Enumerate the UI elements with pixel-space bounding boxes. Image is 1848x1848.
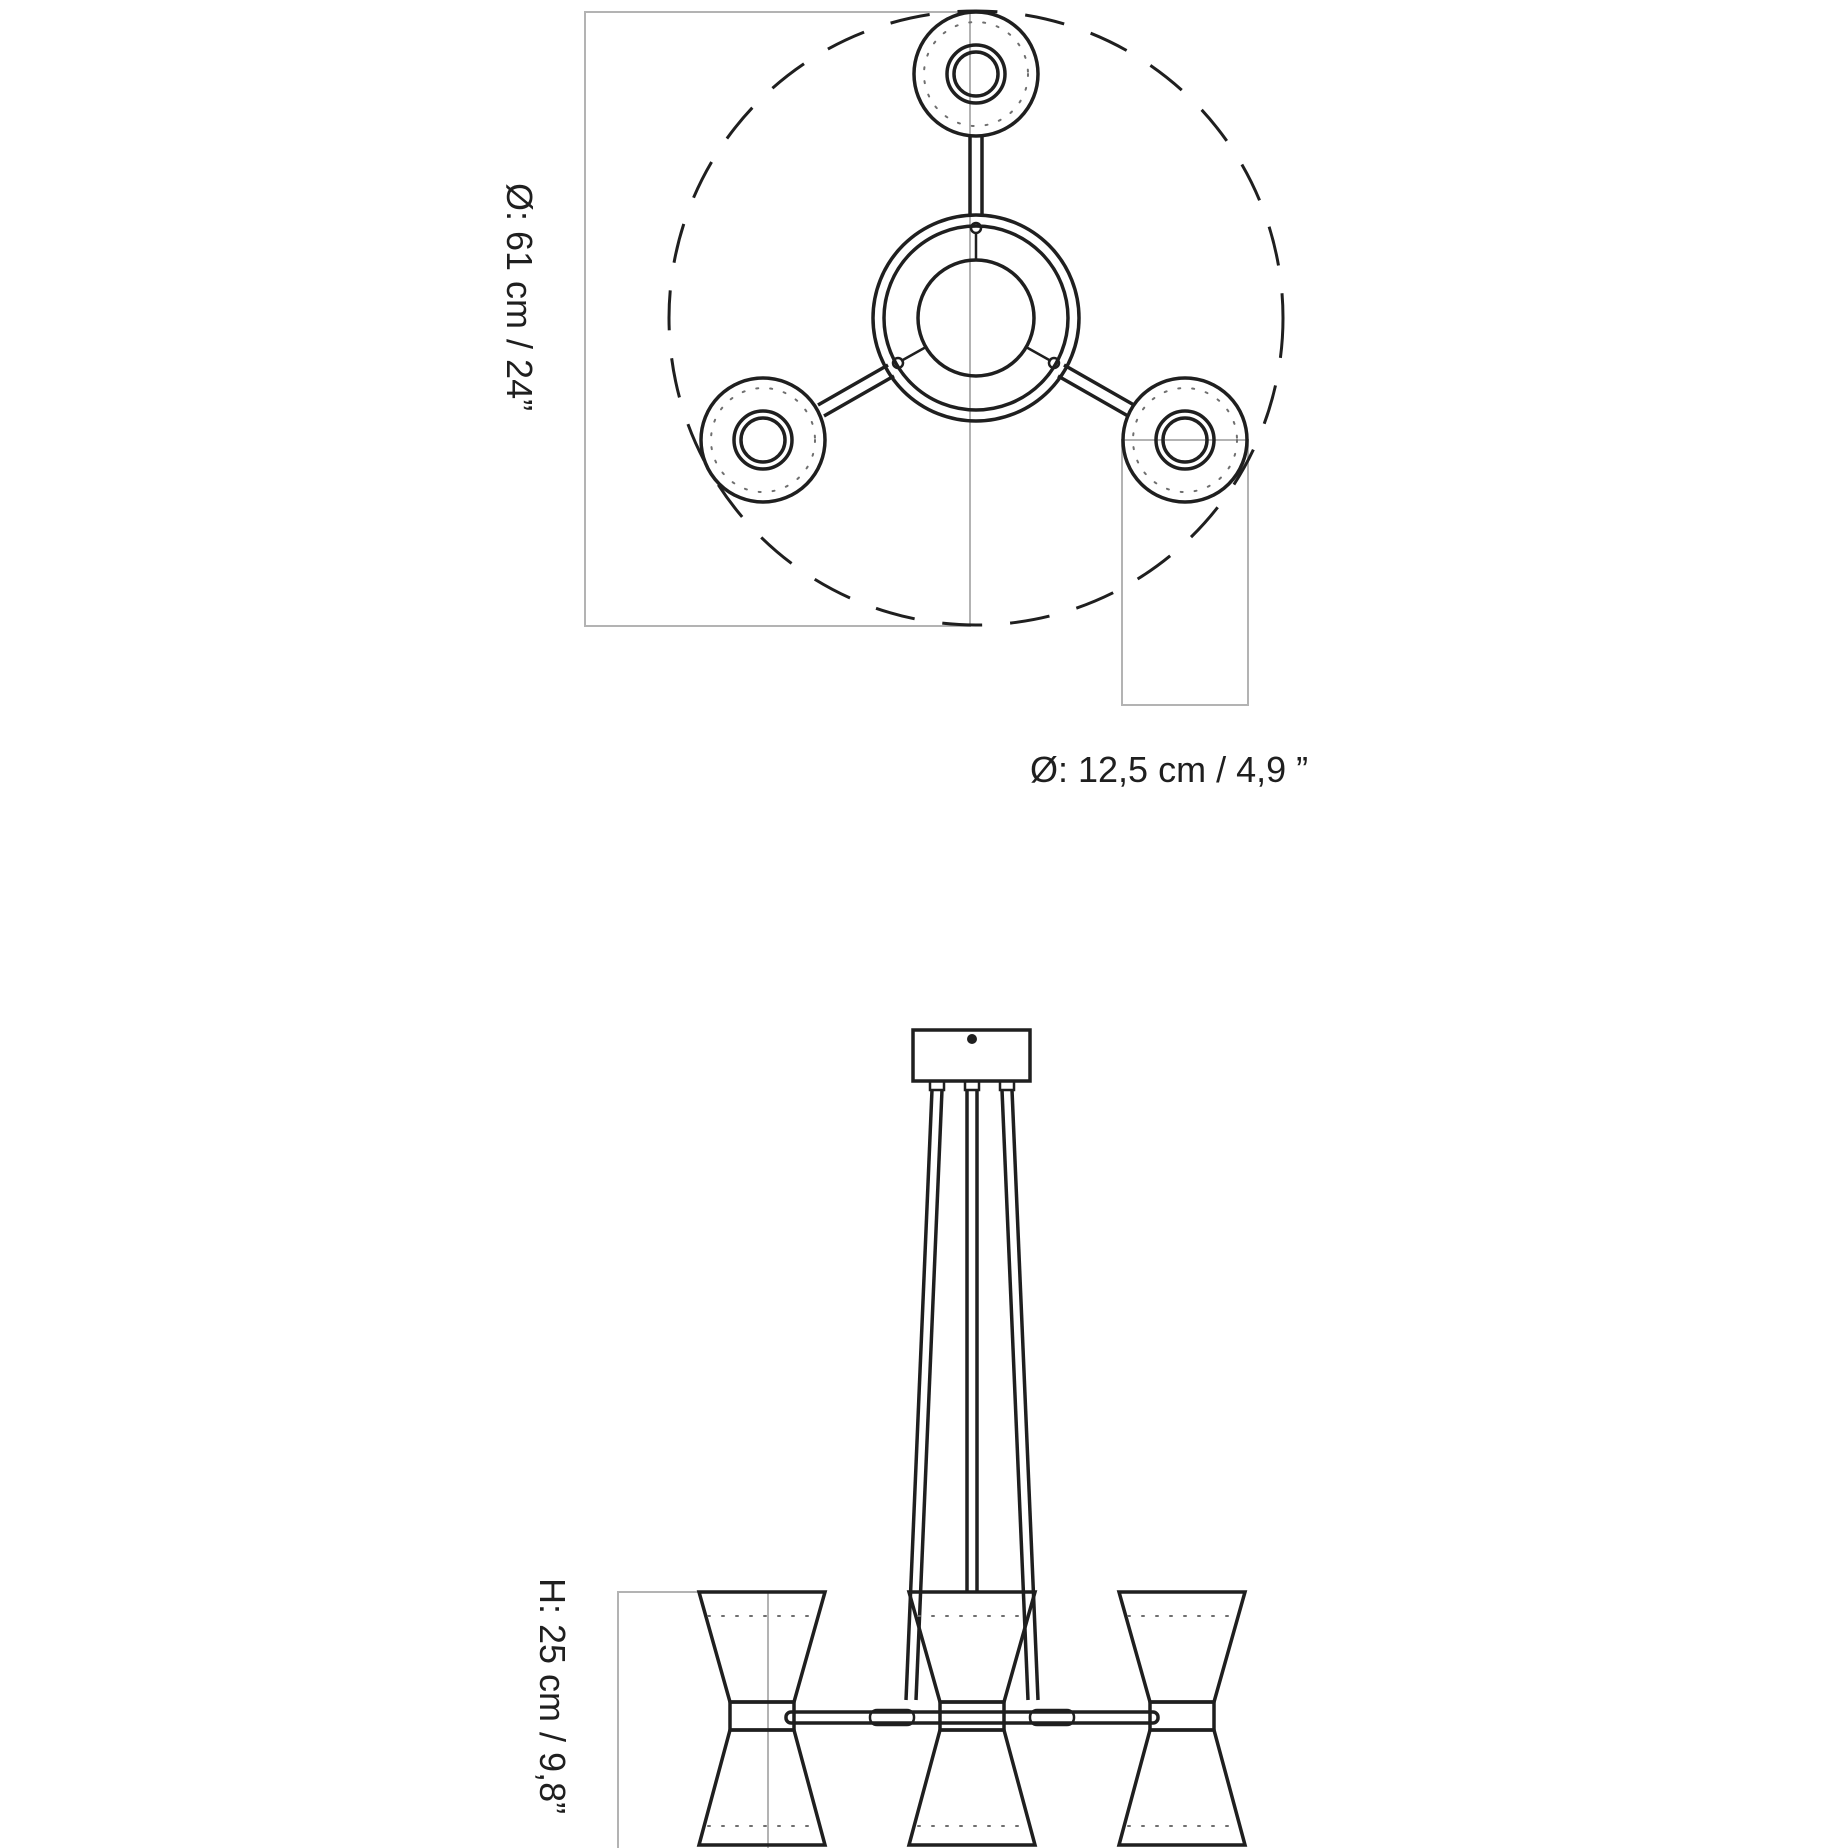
- side-view: H: 25 cm / 9,8”: [532, 1028, 1248, 1848]
- ceiling-canopy: [911, 1028, 1032, 1092]
- shade-diameter-guide-box: [1121, 439, 1249, 706]
- height-guide-box: [617, 1591, 769, 1848]
- overall-diameter-guide-box: [584, 11, 971, 627]
- top-shade-north: [912, 10, 1040, 138]
- top-view-arms: [817, 135, 1135, 418]
- side-shade-center: [906, 1590, 1038, 1847]
- shade-diameter-label: Ø: 12,5 cm / 4,9 ”: [1030, 749, 1308, 790]
- top-shade-east: [1121, 376, 1249, 504]
- side-shade-right: [1116, 1590, 1248, 1847]
- side-shade-left: [696, 1590, 828, 1847]
- top-view: Ø: 61 cm / 24” Ø: 12,5 cm / 4,9 ”: [499, 9, 1308, 790]
- height-label: H: 25 cm / 9,8”: [532, 1578, 573, 1814]
- top-shade-west: [699, 376, 827, 504]
- central-hub: [871, 213, 1081, 423]
- suspension-rods: [904, 1089, 1040, 1701]
- overall-diameter-label: Ø: 61 cm / 24”: [499, 183, 540, 411]
- horizontal-arm: [784, 1708, 1160, 1727]
